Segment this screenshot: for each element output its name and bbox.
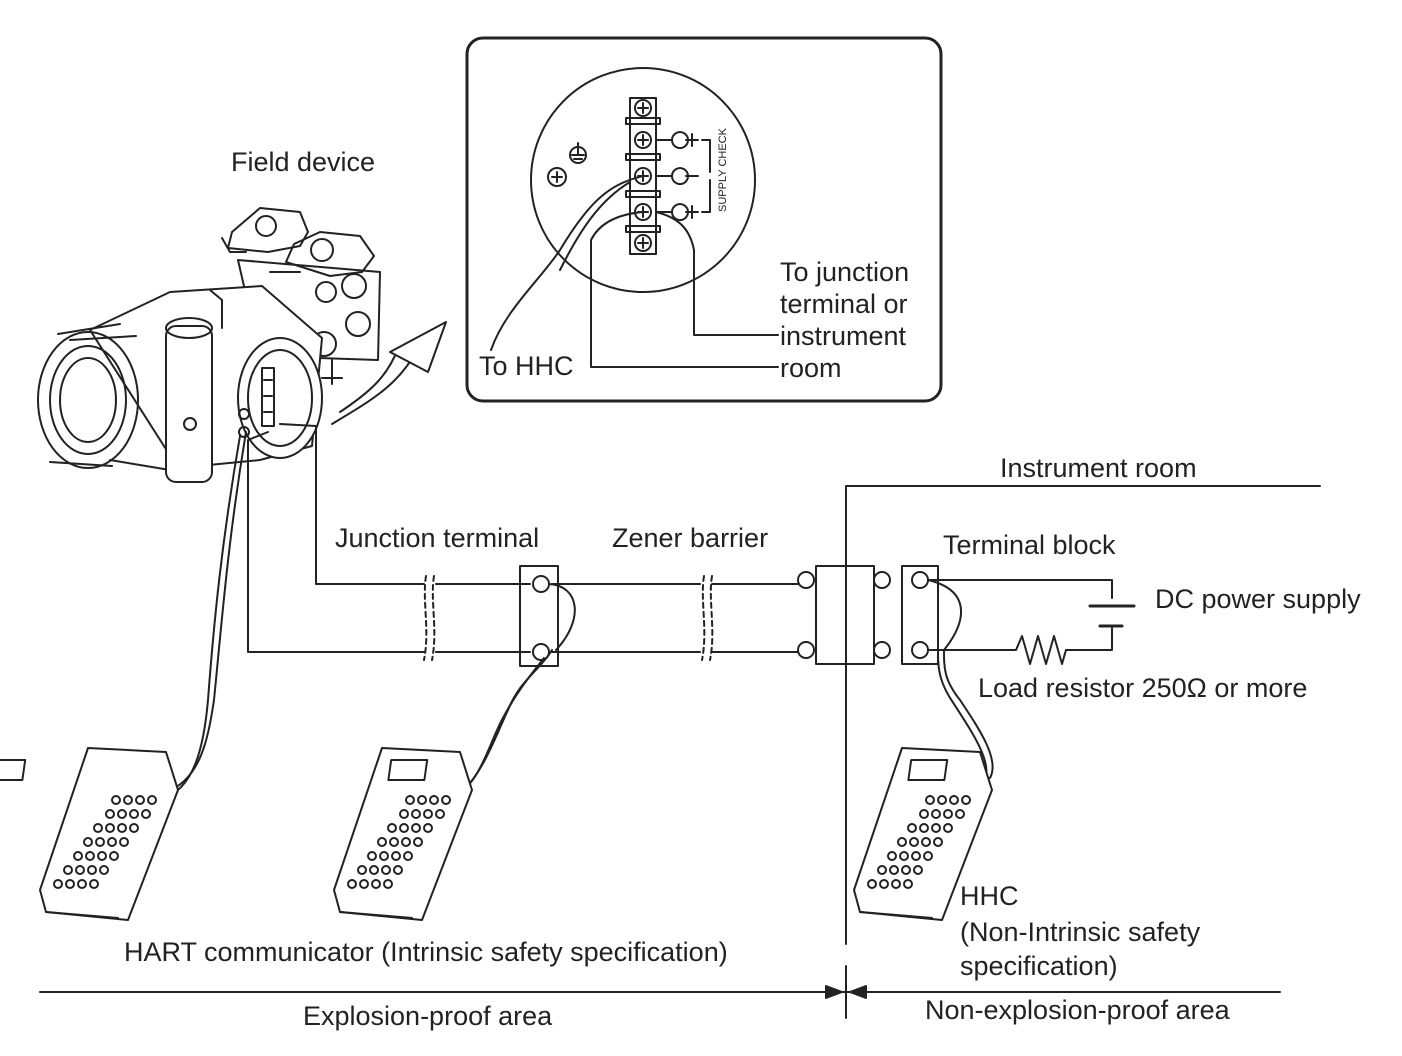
field-device-drawing xyxy=(37,207,381,483)
hhc-cable-3 xyxy=(943,649,994,779)
hhc-cable-1 xyxy=(165,431,247,793)
load-resistor-symbol xyxy=(927,635,1067,665)
screw-icon xyxy=(547,167,567,187)
hart-communicator-2 xyxy=(333,747,473,921)
loop-wiring xyxy=(247,423,1136,667)
terminal-detail-inset xyxy=(465,36,943,403)
hhc-cable-2 xyxy=(461,649,553,793)
field-device-label: Field device xyxy=(231,147,376,177)
ground-icon xyxy=(569,142,587,164)
to-junction-label-line1: To junction xyxy=(780,257,910,287)
area-boundaries xyxy=(39,485,1321,1019)
dc-power-supply-label: DC power supply xyxy=(1155,584,1361,614)
supply-check-label: SUPPLY CHECK xyxy=(717,127,729,212)
terminal-housing-circle xyxy=(530,67,756,293)
hhc-label-line3: specification) xyxy=(960,951,1118,981)
junction-terminal-label: Junction terminal xyxy=(335,523,540,553)
to-junction-label-line3: instrument xyxy=(780,321,907,351)
hhc-label-line1: HHC xyxy=(960,881,1019,911)
to-hhc-label: To HHC xyxy=(479,351,574,381)
terminal-block-box xyxy=(901,565,939,665)
zoom-arrow-icon xyxy=(331,321,447,425)
to-junction-label-line4: room xyxy=(780,353,842,383)
load-resistor-label: Load resistor 250Ω or more xyxy=(978,673,1308,703)
non-explosion-proof-area-label: Non-explosion-proof area xyxy=(925,995,1230,1025)
hart-communicator-1 xyxy=(0,747,179,921)
to-junction-label-line2: terminal or xyxy=(780,289,908,319)
hhc-communicator-3 xyxy=(853,747,993,921)
hhc-label-line2: (Non-Intrinsic safety xyxy=(960,917,1201,947)
hart-communicator-label: HART communicator (Intrinsic safety spec… xyxy=(124,937,728,967)
zener-barrier-label: Zener barrier xyxy=(612,523,769,553)
explosion-proof-area-label: Explosion-proof area xyxy=(303,1001,553,1031)
instrument-room-label: Instrument room xyxy=(1000,453,1197,483)
terminal-block-label: Terminal block xyxy=(943,530,1116,560)
